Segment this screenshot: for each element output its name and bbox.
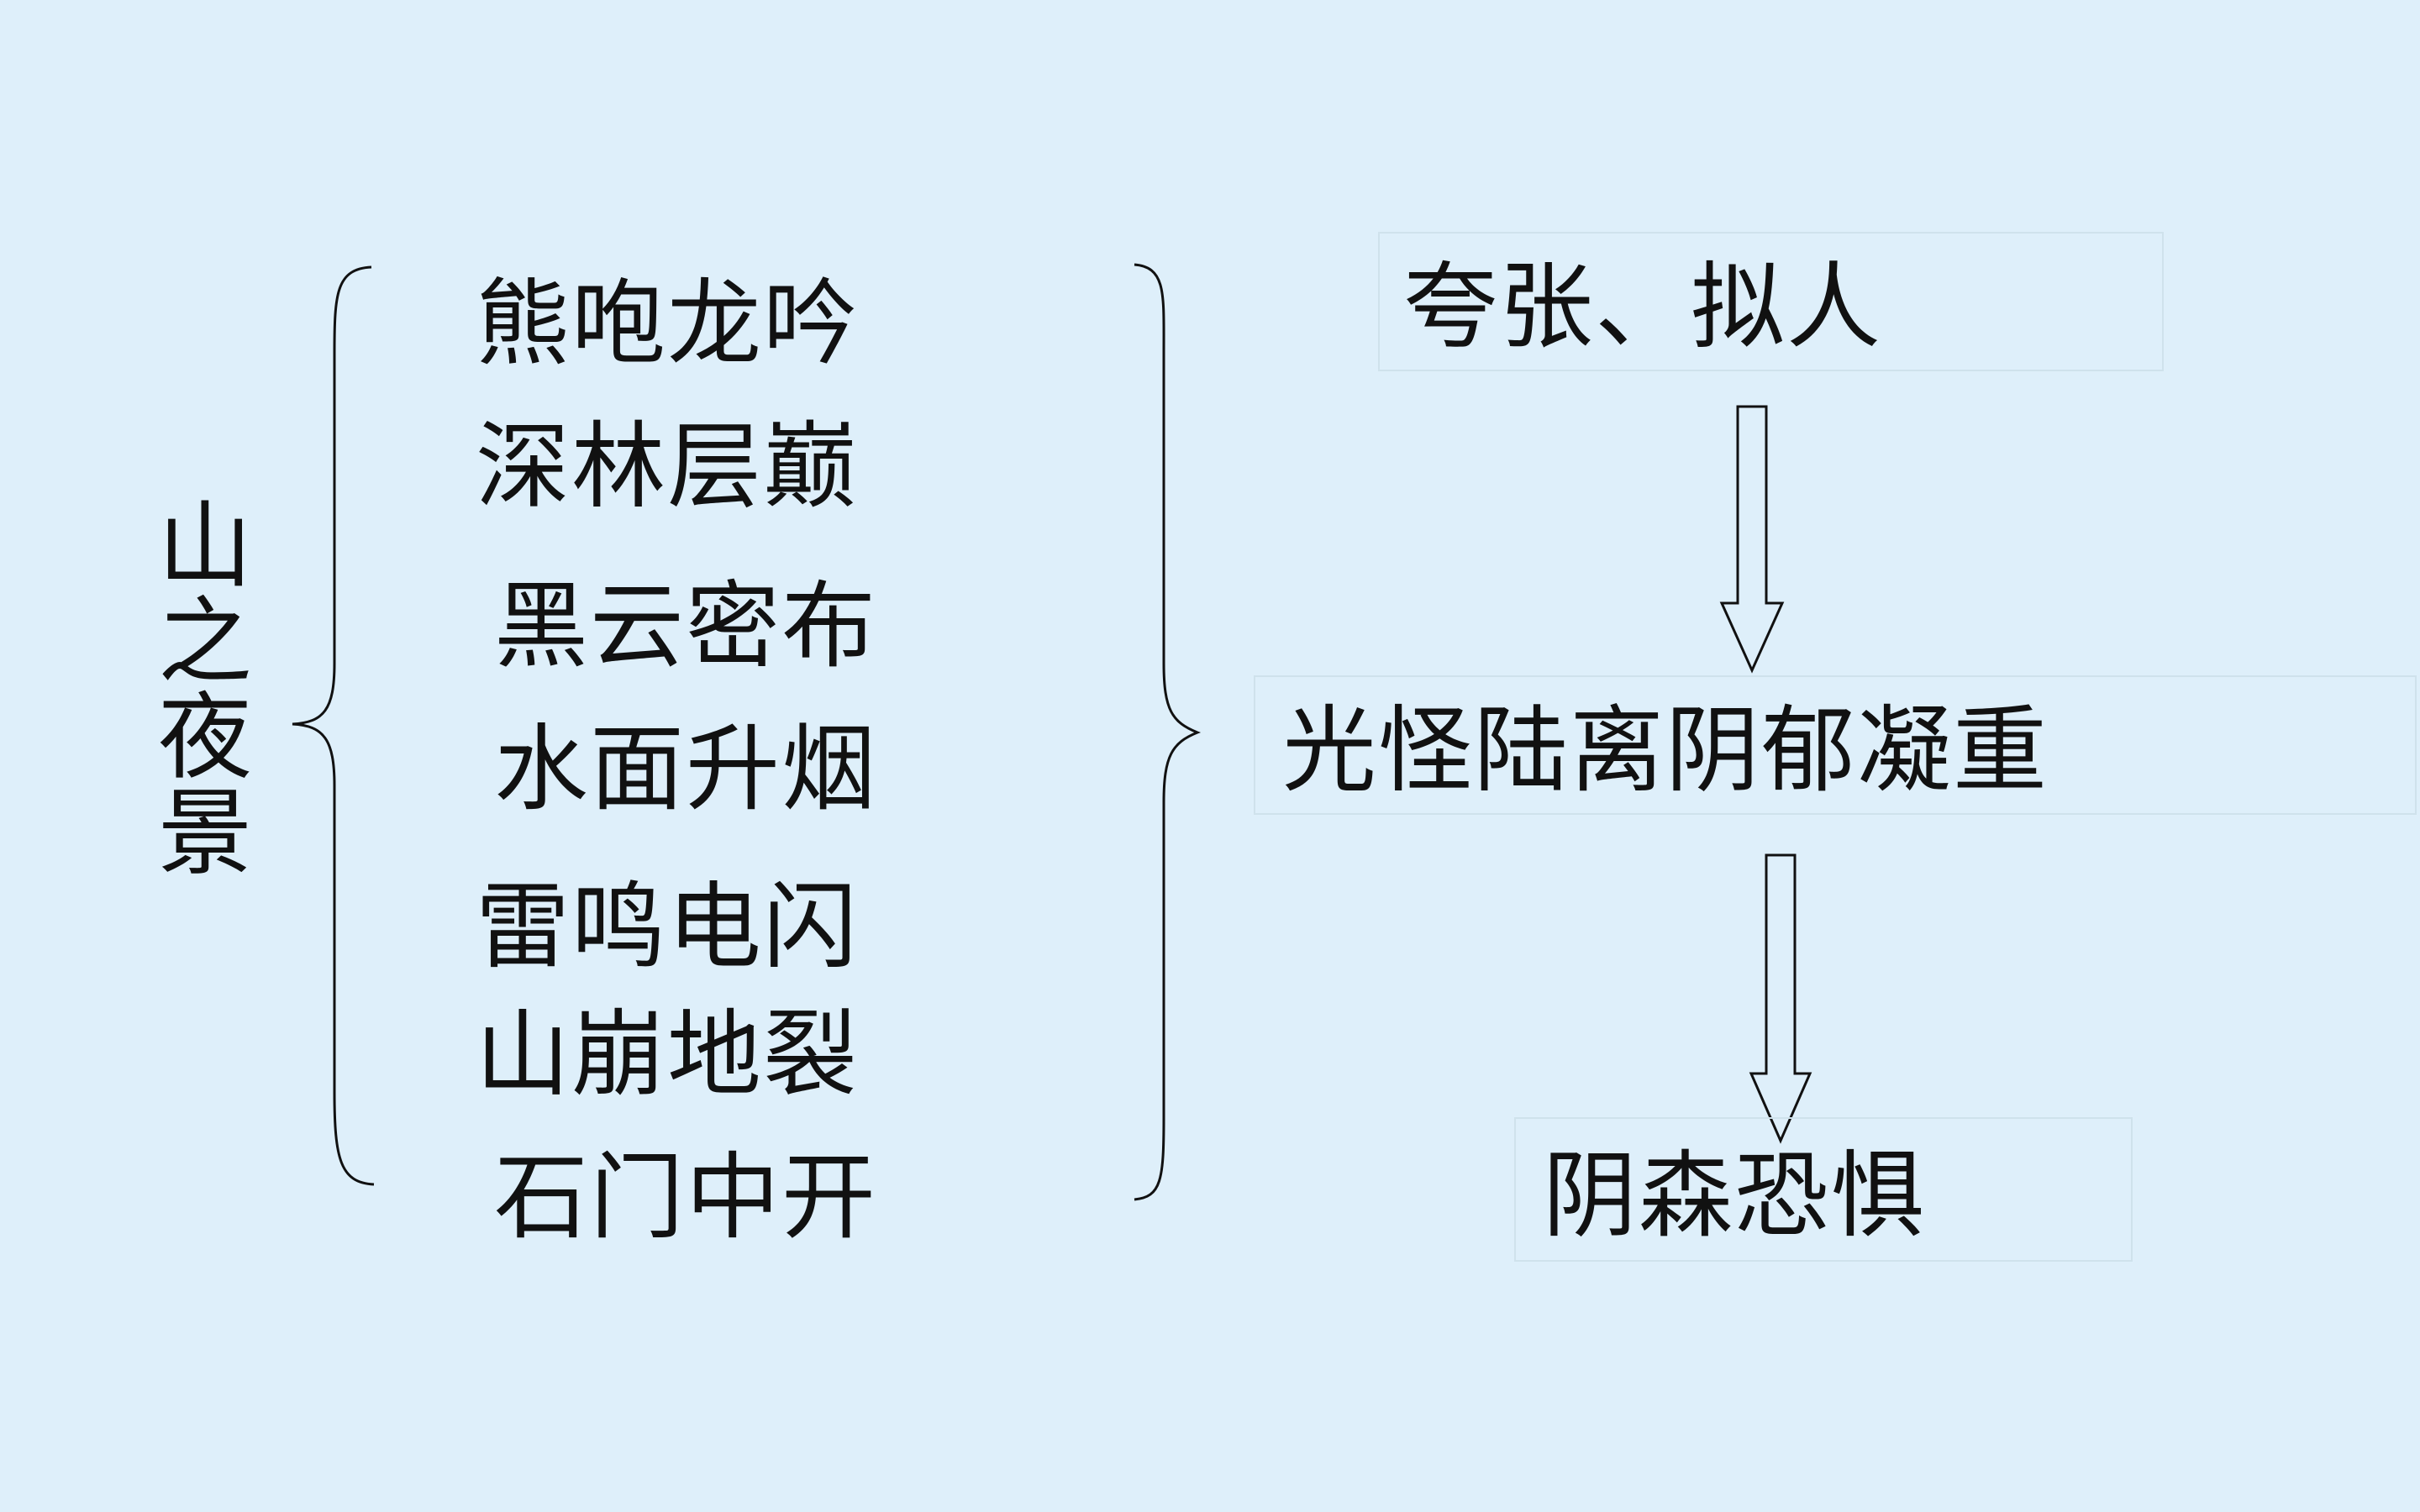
- scene-item: 雷鸣电闪: [476, 873, 859, 982]
- scene-item: 深林层巅: [476, 412, 859, 522]
- scene-item: 熊咆龙吟: [476, 270, 859, 379]
- technique-box: [1378, 232, 2164, 371]
- feeling-label: 阴森恐惧: [1543, 1142, 1926, 1251]
- down-arrow-icon-1: [1719, 405, 1785, 674]
- technique-label: 夸张、拟人: [1403, 253, 1882, 362]
- scene-item: 山崩地裂: [476, 1000, 859, 1110]
- right-brace-icon: [1134, 263, 1202, 1201]
- atmosphere-box: [1254, 675, 2417, 815]
- down-arrow-icon-2: [1749, 853, 1812, 1144]
- left-brace-icon: [292, 265, 375, 1186]
- feeling-box: [1514, 1117, 2133, 1262]
- scene-item: 石门中开: [494, 1143, 877, 1252]
- atmosphere-label: 光怪陆离阴郁凝重: [1282, 696, 2049, 806]
- topic-title: 山之夜景: [142, 496, 251, 879]
- scene-item: 黑云密布: [494, 572, 877, 681]
- scene-item: 水面升烟: [494, 715, 877, 824]
